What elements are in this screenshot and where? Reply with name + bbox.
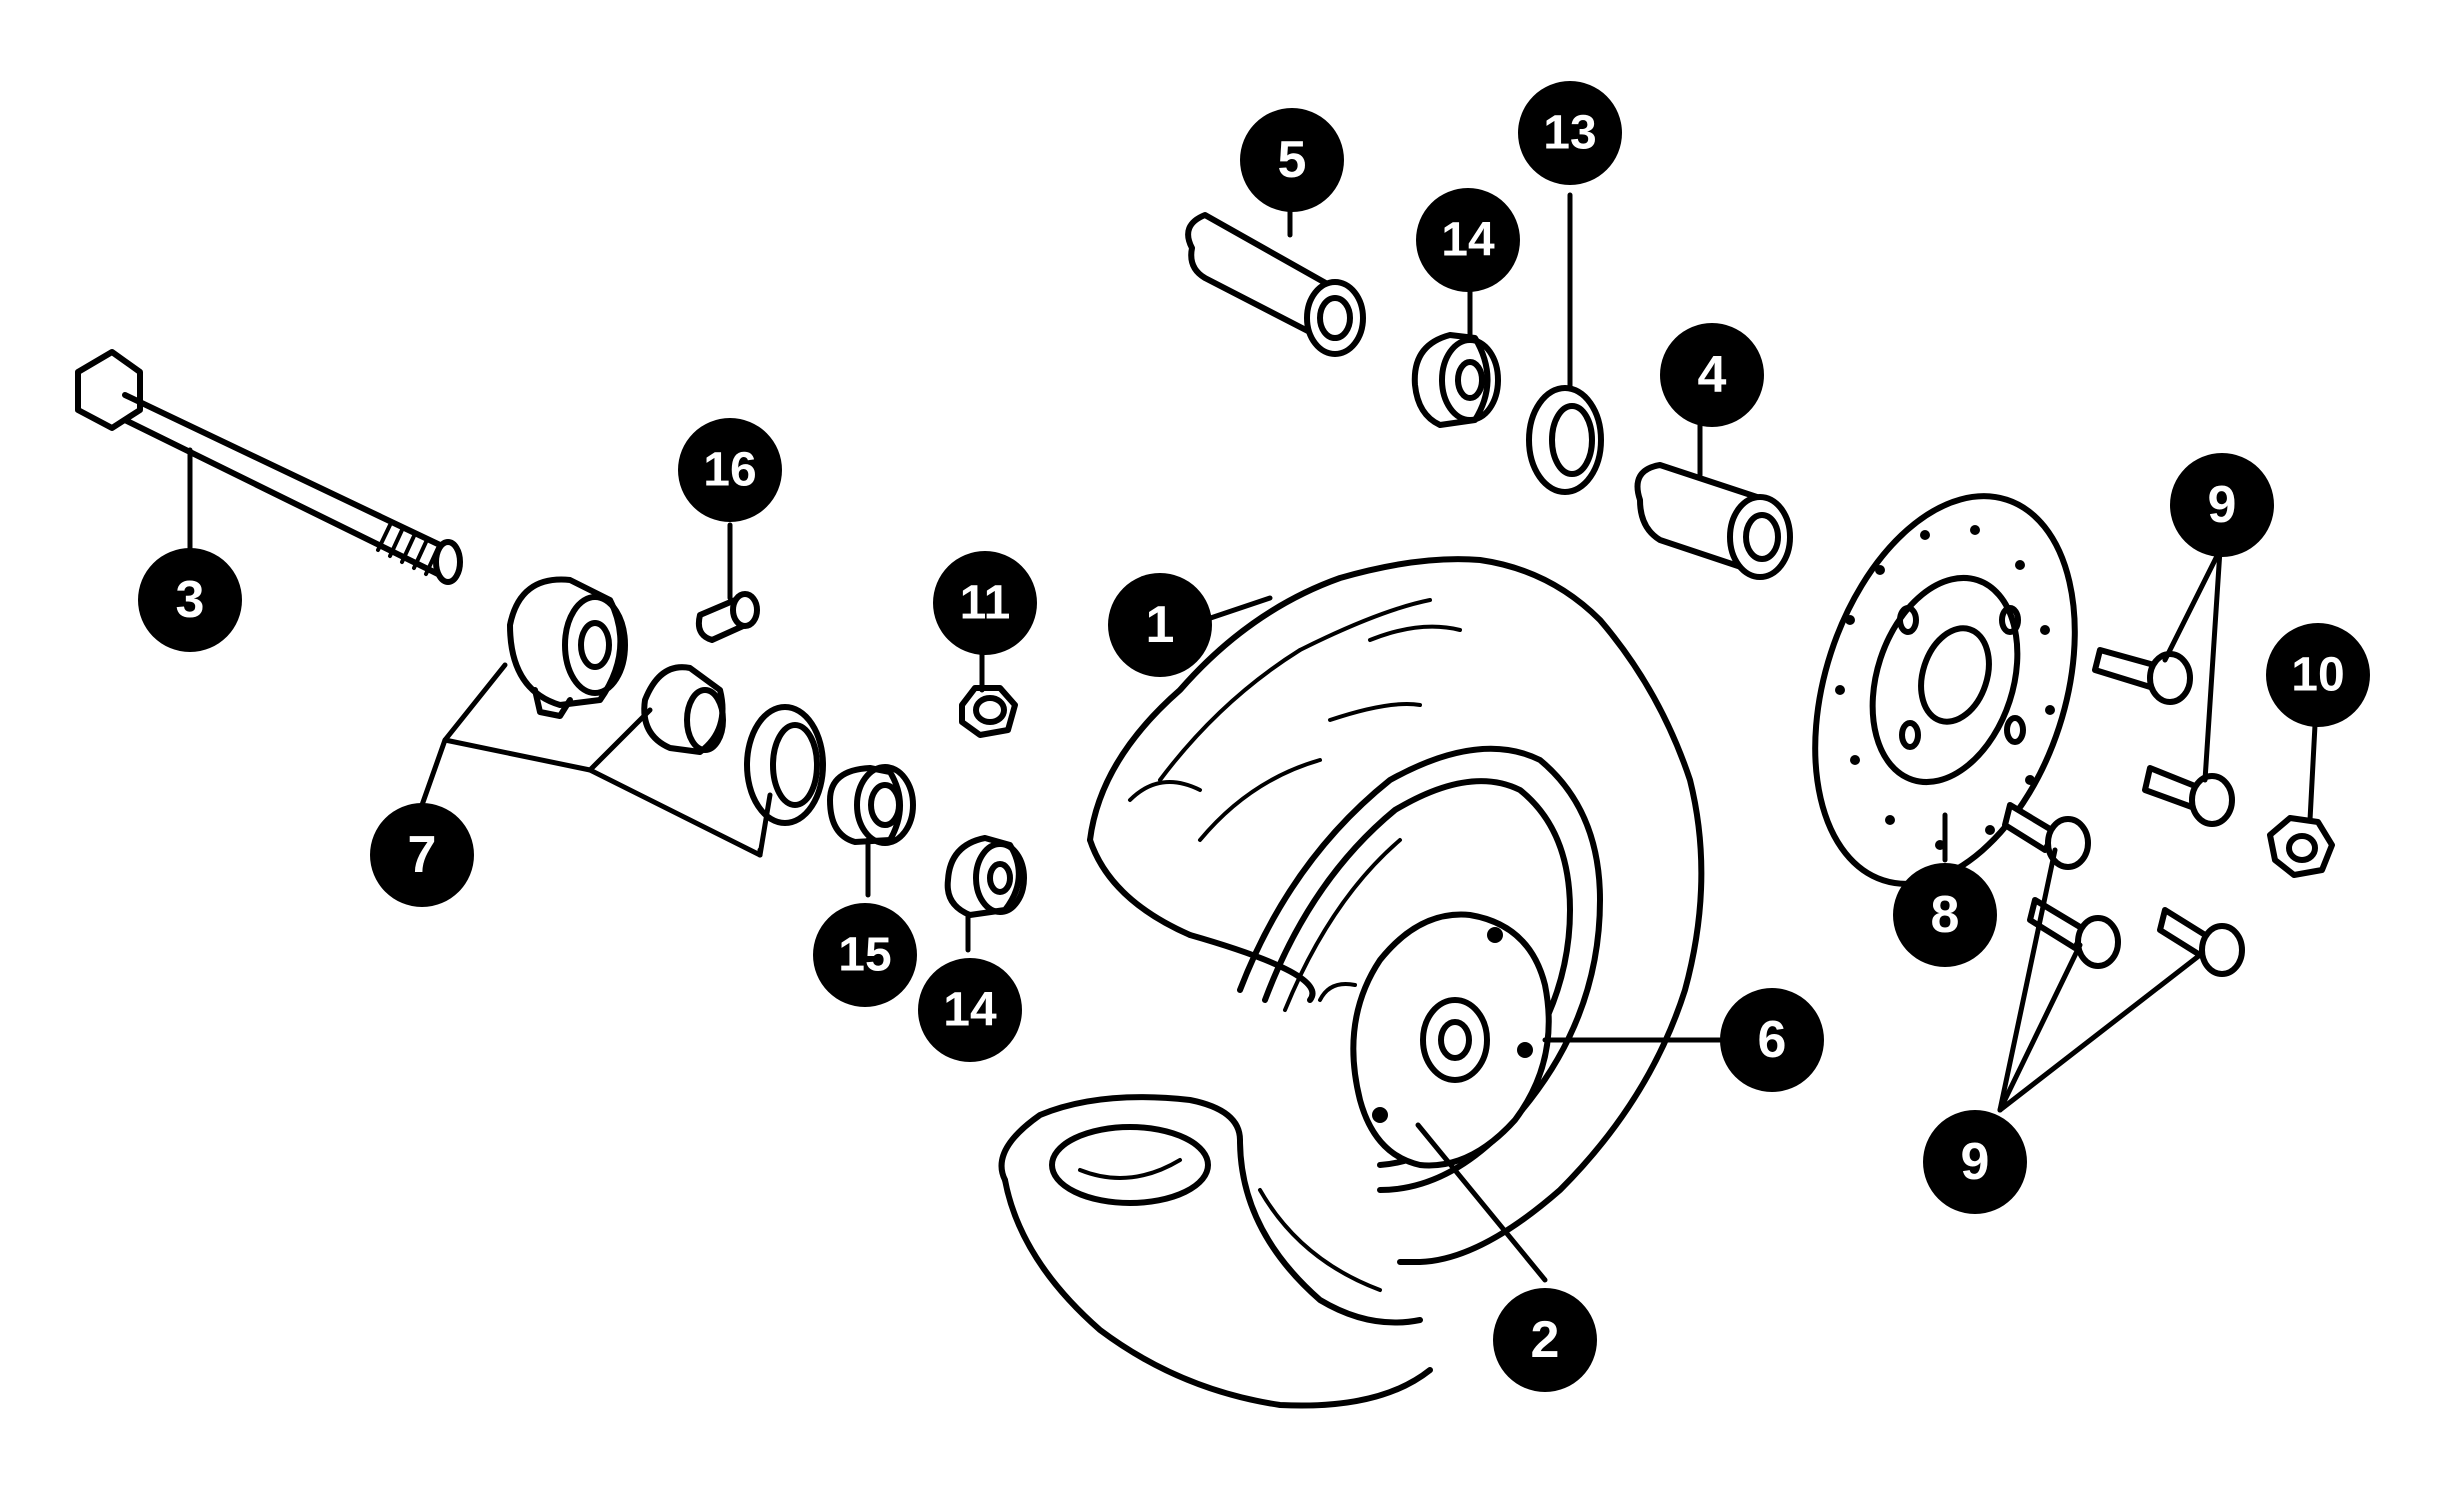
svg-text:11: 11 [960,577,1011,630]
screw [695,591,760,643]
svg-text:14: 14 [943,984,997,1037]
callout-9-lower: 9 [1923,1110,2027,1214]
svg-text:6: 6 [1758,1011,1787,1069]
svg-text:1: 1 [1146,596,1175,654]
callout-8: 8 [1893,863,1997,967]
disc-bolts [2002,647,2245,977]
axle-bolt [75,349,463,585]
callout-7: 7 [370,803,474,907]
svg-text:8: 8 [1931,886,1960,944]
svg-text:15: 15 [838,929,891,982]
svg-text:9: 9 [2208,476,2237,534]
speedometer-gear [641,664,726,755]
callout-3: 3 [138,548,242,652]
callout-4: 4 [1660,323,1764,427]
callout-11: 11 [933,551,1037,655]
svg-text:5: 5 [1278,131,1307,189]
oil-seal [744,704,826,826]
disc-bolt [2092,647,2193,705]
wheel-tire [998,556,1705,1409]
callout-2: 2 [1493,1288,1597,1392]
svg-text:3: 3 [176,571,205,629]
nut-11 [959,685,1018,738]
callout-9-upper: 9 [2170,453,2274,557]
callout-16: 16 [678,418,782,522]
brake-disc-holes [1835,525,2055,850]
svg-text:14: 14 [1441,214,1495,267]
speedometer-drive [507,576,628,719]
callout-15: 15 [813,903,917,1007]
callout-6: 6 [1720,988,1824,1092]
callout-5: 5 [1240,108,1344,212]
svg-text:13: 13 [1543,107,1596,160]
svg-text:2: 2 [1531,1311,1560,1369]
hub-plate [1318,911,1552,1169]
disc-bolt [2157,907,2245,977]
svg-text:7: 7 [408,826,437,884]
spacer-4 [1634,462,1793,580]
svg-text:9: 9 [1961,1133,1990,1191]
brake-disc [1812,493,2078,887]
bearing-14-lower [944,835,1027,918]
disc-bolt [2002,802,2091,870]
svg-text:10: 10 [2291,649,2344,702]
bearing-14-upper [1411,332,1501,428]
callout-1: 1 [1108,573,1212,677]
callout-14-lower: 14 [918,958,1022,1062]
nut-10 [2267,815,2335,878]
callout-10: 10 [2266,623,2370,727]
spacer-5 [1185,212,1366,357]
svg-text:16: 16 [703,444,756,497]
disc-bolt [2142,765,2235,827]
callout-14-upper: 14 [1416,188,1520,292]
svg-text:4: 4 [1698,346,1727,404]
callout-13: 13 [1518,81,1622,185]
bearing-15 [827,764,916,846]
oil-seal-13 [1526,385,1604,495]
